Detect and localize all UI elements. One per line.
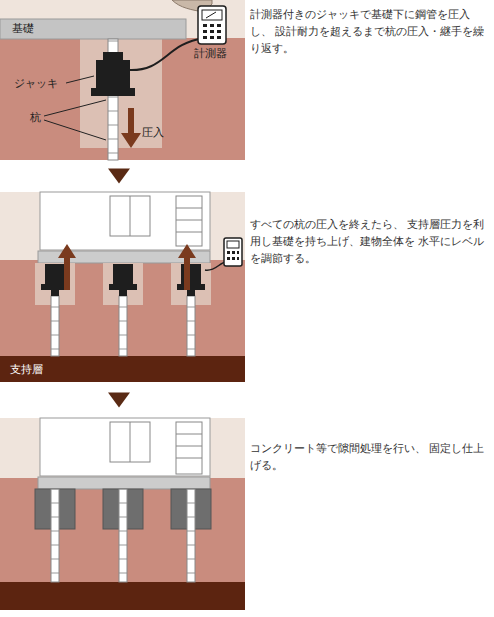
part-label: 計測器 <box>194 47 227 60</box>
part-label: 圧入 <box>142 126 164 139</box>
cable <box>128 38 204 70</box>
lift-arrows <box>58 244 196 290</box>
meter <box>224 238 242 266</box>
step-description: コンクリート等で隙間処理を行い、 固定し仕上げる。 <box>250 440 490 474</box>
step-description: 計測器付きのジャッキで基礎下に鋼管を圧入し、 設計耐力を超えるまで杭の圧入・継手… <box>250 6 490 56</box>
step-panel: 計測器付きのジャッキで基礎下に鋼管を圧入し、 設計耐力を超えるまで杭の圧入・継手… <box>0 0 494 160</box>
step-arrow <box>108 393 130 408</box>
step-panel: コンクリート等で隙間処理を行い、 固定し仕上げる。 <box>0 418 494 610</box>
part-label: 基礎 <box>12 22 34 35</box>
part-label: 杭 <box>30 111 41 124</box>
step-panel: すべての杭の圧入を終えたら、 支持層圧力を利用し基礎を持ち上げ、建物全体を 水平… <box>0 192 494 382</box>
step3-illustration <box>0 418 245 610</box>
step2-illustration <box>0 192 245 382</box>
meter <box>198 6 226 44</box>
part-label: ジャッキ <box>14 77 58 90</box>
jack <box>91 52 135 96</box>
part-label: 支持層 <box>10 363 43 376</box>
step-arrow <box>108 169 130 184</box>
press-arrow <box>121 108 141 148</box>
step-description: すべての杭の圧入を終えたら、 支持層圧力を利用し基礎を持ち上げ、建物全体を 水平… <box>250 216 490 266</box>
step1-illustration <box>0 0 245 160</box>
